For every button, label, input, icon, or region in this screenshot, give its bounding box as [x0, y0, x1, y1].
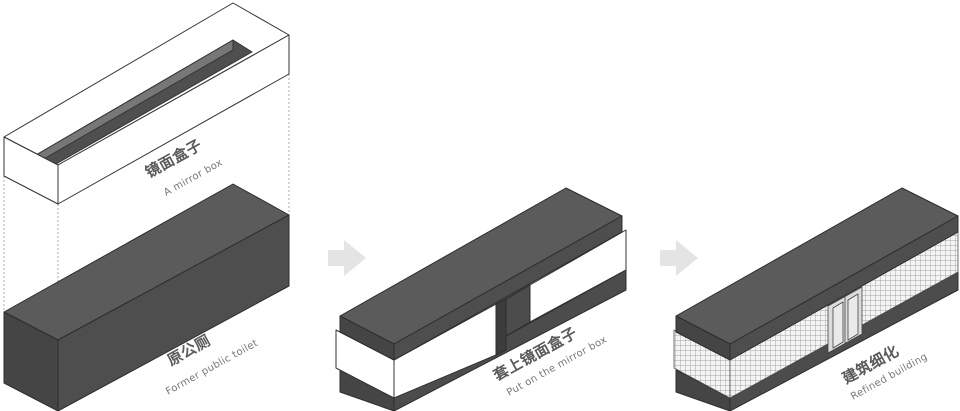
- former-toilet-block: [3, 183, 290, 411]
- right-arrow-icon: [328, 240, 366, 276]
- panel-3: 建筑细化 Refined building: [673, 187, 959, 411]
- right-arrow-icon: [660, 240, 698, 276]
- entrance-door: [827, 286, 863, 354]
- panel-1: 镜面盒子 A mirror box 原公厕 Former public toil…: [3, 2, 290, 411]
- mirror-box: [3, 2, 290, 205]
- panel-2: 套上镜面盒子 Put on the mirror box: [335, 187, 627, 411]
